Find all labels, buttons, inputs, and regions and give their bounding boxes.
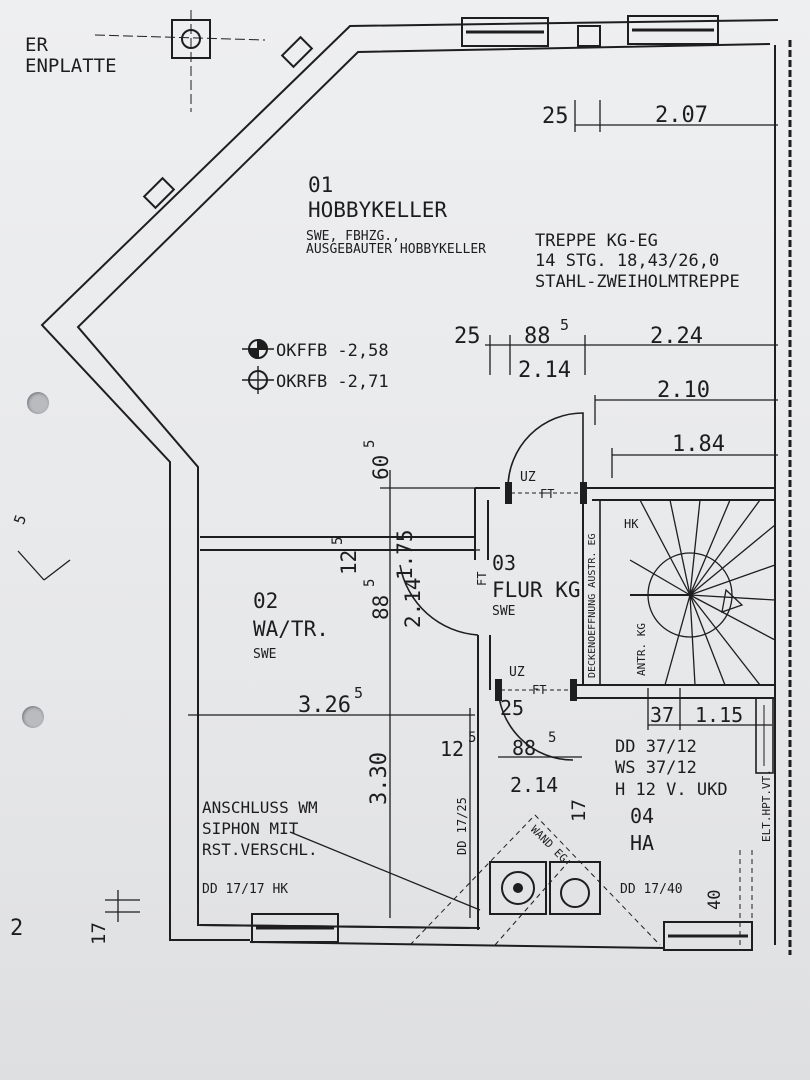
okrfb-level: OKRFB -2,71 — [276, 372, 389, 392]
dim-326: 3.26 — [298, 693, 351, 718]
dim-224: 2.24 — [650, 324, 703, 349]
door-post-2 — [580, 482, 587, 504]
stair-antr: ANTR. KG — [635, 623, 648, 676]
room-01-note-1: SWE, FBHZG., — [306, 229, 400, 244]
room-03-note: SWE — [492, 604, 515, 619]
dd-ws-2: WS 37/12 — [615, 758, 697, 778]
dim-12-sup: 5 — [330, 537, 346, 545]
dd-hk: DD 17/17 HK — [202, 882, 288, 897]
dim-88-mid-sup: 5 — [560, 316, 569, 334]
chimney-hatched — [577, 25, 601, 47]
dd-ws-1: DD 37/12 — [615, 737, 697, 757]
stair-hk: HK — [624, 517, 639, 531]
room-03-name: FLUR KG — [492, 578, 581, 602]
door-post-4 — [570, 679, 577, 701]
top-left-note-2: ENPLATTE — [25, 55, 117, 77]
washing-machine — [489, 861, 547, 915]
top-left-note-1: ER — [25, 34, 48, 56]
door-ft-1: FT — [540, 487, 554, 501]
dim-17-left: 17 — [88, 922, 110, 945]
room-04-name: HA — [630, 831, 654, 855]
dim-214-v: 2.14 — [401, 577, 425, 628]
dim-214-mid: 2.14 — [518, 358, 571, 383]
dim-115: 1.15 — [695, 703, 743, 727]
stair-line-1: TREPPE KG-EG — [535, 231, 658, 251]
dim-175: 1.75 — [393, 529, 417, 580]
stair-line-3: STAHL-ZWEIHOLMTREPPE — [535, 272, 740, 292]
dim-12-low: 12 — [440, 737, 464, 761]
dim-88-v-sup: 5 — [362, 579, 378, 587]
margin-mark: 5 — [10, 512, 30, 527]
room-01-note-2: AUSGEBAUTER HOBBYKELLER — [306, 242, 486, 257]
outer-wall-south-inner — [199, 924, 481, 929]
dd-ws-3: H 12 V. UKD — [615, 780, 728, 800]
room-01-number: 01 — [308, 173, 333, 197]
window-bottom-1 — [251, 913, 339, 943]
dim-25-low: 25 — [500, 696, 524, 720]
dd-1725: DD 17/25 — [455, 797, 469, 855]
dryer — [549, 861, 601, 915]
dim-25-mid: 25 — [454, 324, 481, 349]
door-ft-2: FT — [532, 683, 546, 697]
window-top-2 — [627, 15, 719, 45]
column-axis-h — [94, 34, 266, 41]
dim-12-low-sup: 5 — [468, 730, 476, 746]
anschluss-2: SIPHON MIT — [202, 819, 299, 838]
anschluss-3: RST.VERSCHL. — [202, 840, 318, 859]
room-04-number: 04 — [630, 804, 654, 828]
room-02-number: 02 — [253, 589, 278, 613]
stair-line-2: 14 STG. 18,43/26,0 — [535, 251, 719, 271]
elt-cabinet — [755, 697, 774, 774]
door-wa-swing — [399, 564, 479, 636]
vent-square-2 — [142, 176, 176, 210]
dim-60: 60 — [369, 455, 393, 480]
punch-hole-bottom — [22, 706, 44, 728]
outer-wall-north-outer — [40, 19, 779, 941]
dim-25-top: 25 — [542, 104, 569, 129]
room-01-name: HOBBYKELLER — [308, 198, 447, 222]
dim-184: 1.84 — [672, 432, 725, 457]
door-ft-side: FT — [475, 572, 489, 586]
punch-hole-top — [27, 392, 49, 414]
dim-40: 40 — [705, 890, 725, 910]
window-top-1 — [461, 17, 549, 47]
dim-88-low-sup: 5 — [548, 730, 556, 746]
dim-17: 17 — [568, 799, 590, 822]
elt-label: ELT.HPT.VT. — [760, 769, 773, 842]
door-post-1 — [505, 482, 512, 504]
dim-88-low: 88 — [512, 736, 536, 760]
dd-1740: DD 17/40 — [620, 882, 683, 897]
dim-330: 3.30 — [367, 752, 392, 805]
dim-207: 2.07 — [655, 103, 708, 128]
ha-dashed-lines — [409, 814, 753, 946]
dim-88-v: 88 — [369, 595, 393, 620]
okffb-level: OKFFB -2,58 — [276, 341, 389, 361]
stair-treads — [629, 499, 776, 686]
room-03-number: 03 — [492, 551, 516, 575]
stair-arrow — [721, 588, 744, 613]
room-02-note: SWE — [253, 647, 276, 662]
stair-outline — [599, 499, 776, 686]
door-hobby-swing — [507, 412, 584, 489]
dim-60-sup: 5 — [362, 440, 378, 448]
washing-machine-drum — [501, 871, 535, 905]
dryer-drum — [560, 878, 590, 908]
door-uz-2: UZ — [509, 665, 525, 680]
dimension-lines — [17, 100, 778, 922]
stair-ceiling-opening: DECKENOEFFNUNG AUSTR. EG — [587, 534, 598, 679]
vent-square-1 — [280, 35, 314, 69]
dim-326-sup: 5 — [354, 684, 363, 702]
dim-210: 2.10 — [657, 378, 710, 403]
dim-12: 12 — [337, 550, 361, 575]
room-02-name: WA/TR. — [253, 617, 329, 641]
dim-88-mid: 88 — [524, 324, 551, 349]
door-uz-1: UZ — [520, 470, 536, 485]
dim-37: 37 — [650, 703, 674, 727]
margin-number: 2 — [10, 916, 23, 941]
anschluss-1: ANSCHLUSS WM — [202, 798, 318, 817]
dim-214-low: 2.14 — [510, 773, 558, 797]
